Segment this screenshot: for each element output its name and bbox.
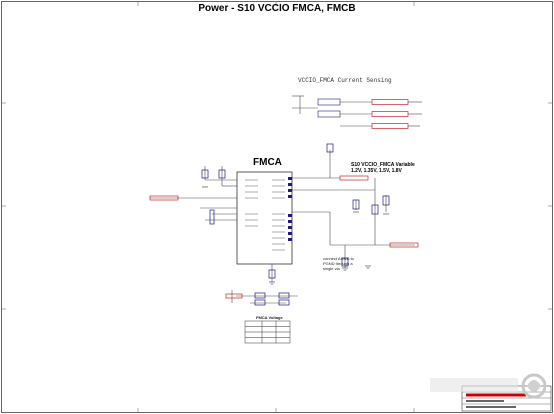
current-sense-section bbox=[292, 95, 422, 129]
variable-note-line2: 1.2V, 1.35V, 1.5V, 1.8V bbox=[351, 168, 402, 174]
fmca-wiring bbox=[150, 150, 415, 304]
ground-note-line2: PGND through a bbox=[323, 261, 353, 266]
passive-components bbox=[201, 143, 390, 306]
ground-note-line3: single via bbox=[323, 266, 340, 271]
net-labels bbox=[149, 175, 419, 299]
voltage-table-title: FMCA Voltage bbox=[256, 315, 283, 320]
variable-note-line1: S10 VCCIO_FMCA Variable bbox=[351, 162, 415, 168]
ground-symbols bbox=[202, 186, 389, 285]
fmca-block-title: FMCA bbox=[253, 157, 282, 168]
current-sense-heading: VCCIO_FMCA Current Sensing bbox=[298, 77, 392, 84]
ground-note-line1: connect AGND to bbox=[323, 256, 354, 261]
page-title: Power - S10 VCCIO FMCA, FMCB bbox=[198, 3, 356, 14]
electron-fan-icon bbox=[430, 373, 546, 399]
fmca-voltage-table bbox=[244, 320, 291, 344]
fmca-regulator-ic bbox=[236, 171, 293, 265]
